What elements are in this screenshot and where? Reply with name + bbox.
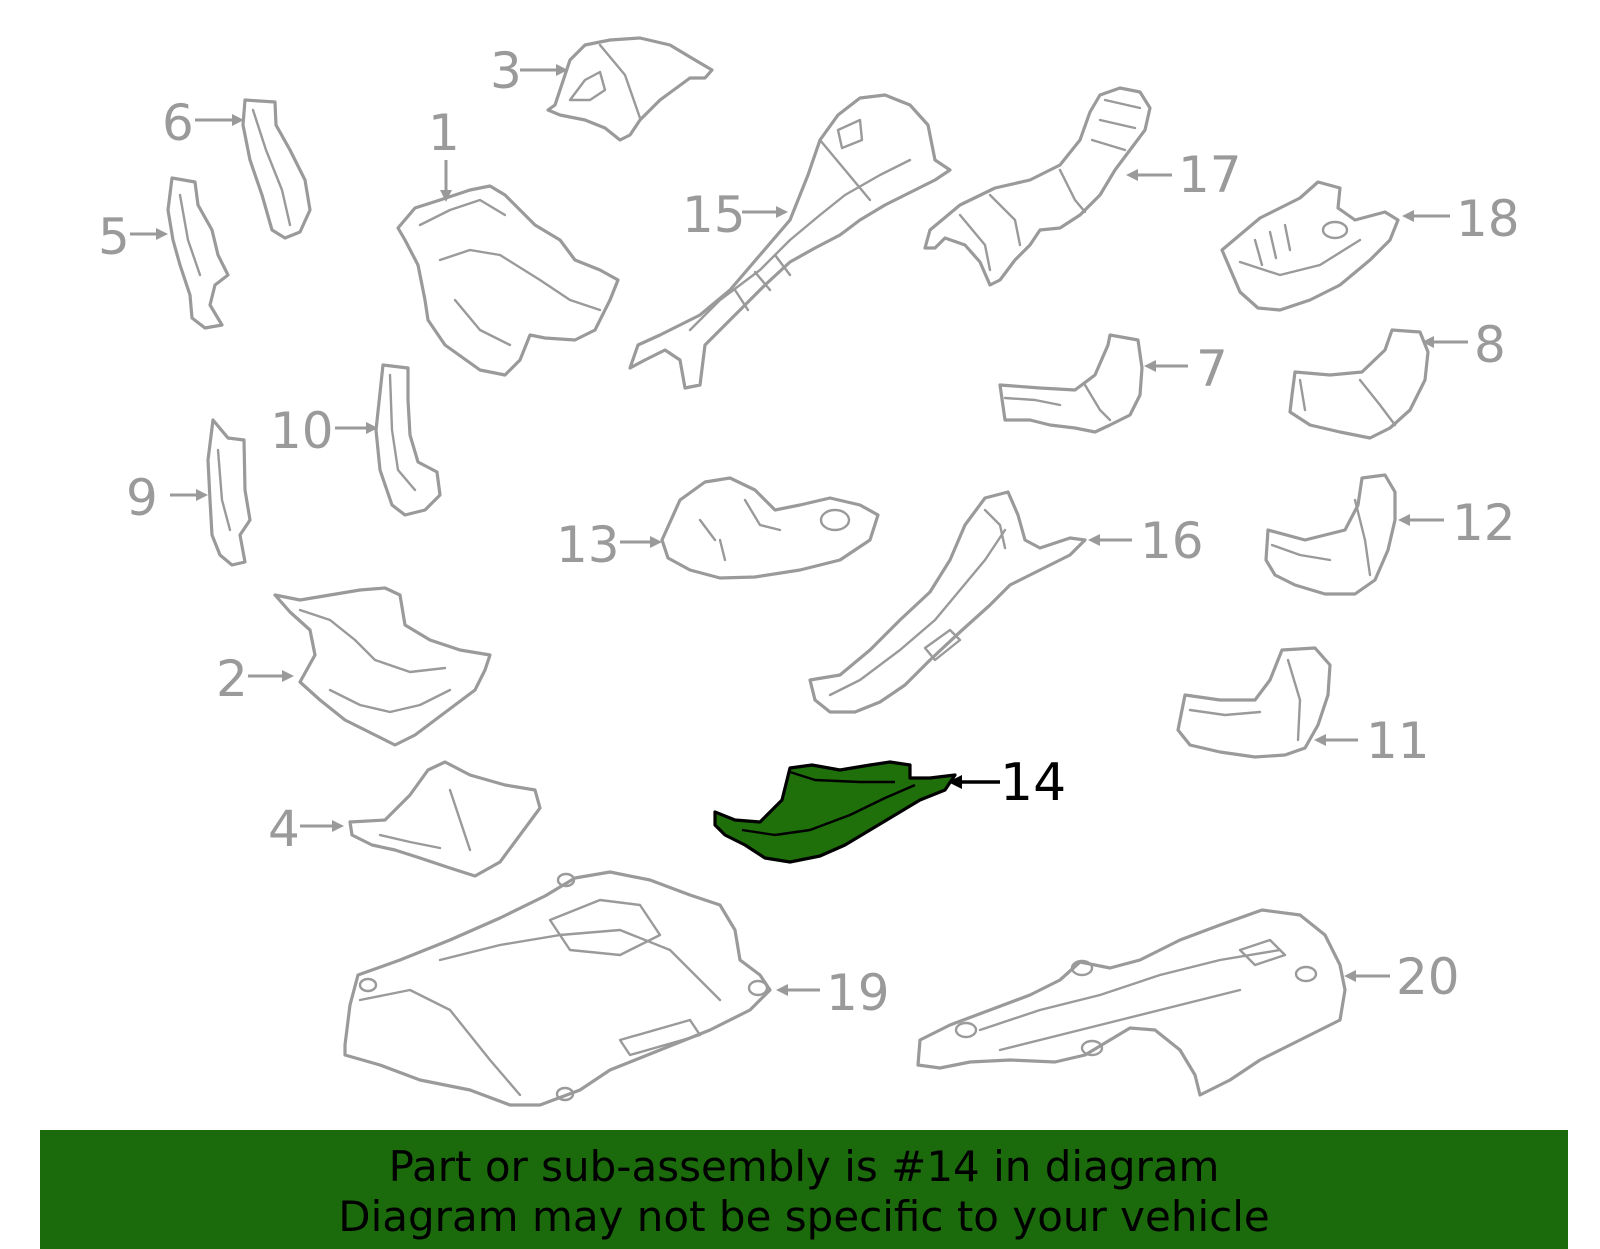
part-4: 4 — [268, 760, 542, 878]
callout-14: 14 — [1000, 753, 1066, 813]
callout-19: 19 — [826, 964, 890, 1022]
part-16: 16 — [808, 490, 1204, 714]
callout-5: 5 — [98, 208, 130, 266]
callout-4: 4 — [268, 800, 300, 858]
callout-3: 3 — [490, 42, 522, 100]
part-10: 10 — [270, 363, 442, 517]
callout-15: 15 — [682, 186, 746, 244]
part-19: 19 — [343, 870, 890, 1107]
part-17: 17 — [923, 86, 1242, 287]
part-14: 14 — [713, 753, 1066, 864]
callout-16: 16 — [1140, 512, 1204, 570]
part-8: 8 — [1288, 316, 1506, 440]
callout-2: 2 — [216, 650, 248, 708]
part-13: 13 — [556, 476, 880, 580]
part-6: 6 — [162, 94, 312, 240]
callout-11: 11 — [1366, 712, 1430, 770]
banner-line-1: Part or sub-assembly is #14 in diagram — [388, 1142, 1220, 1191]
callout-8: 8 — [1474, 316, 1506, 374]
parts-diagram: 3 6 5 1 15 — [98, 36, 1520, 1107]
part-15: 15 — [628, 93, 952, 390]
callout-13: 13 — [556, 516, 620, 574]
part-12: 12 — [1264, 473, 1516, 596]
part-18: 18 — [1220, 180, 1520, 312]
part-20: 20 — [916, 908, 1460, 1097]
info-banner: Part or sub-assembly is #14 in diagram D… — [40, 1130, 1568, 1249]
callout-10: 10 — [270, 402, 334, 460]
part-7: 7 — [998, 333, 1228, 434]
banner-line-2: Diagram may not be specific to your vehi… — [338, 1192, 1270, 1241]
callout-18: 18 — [1456, 190, 1520, 248]
part-1: 1 — [396, 104, 620, 377]
callout-20: 20 — [1396, 948, 1460, 1006]
callout-7: 7 — [1196, 340, 1228, 398]
part-5: 5 — [98, 176, 230, 330]
part-11: 11 — [1176, 646, 1430, 770]
callout-12: 12 — [1452, 494, 1516, 552]
callout-1: 1 — [428, 104, 460, 162]
part-9: 9 — [126, 418, 252, 567]
part-3: 3 — [490, 36, 714, 142]
part-2: 2 — [216, 586, 492, 747]
callout-6: 6 — [162, 94, 194, 152]
callout-17: 17 — [1178, 146, 1242, 204]
callout-9: 9 — [126, 469, 158, 527]
